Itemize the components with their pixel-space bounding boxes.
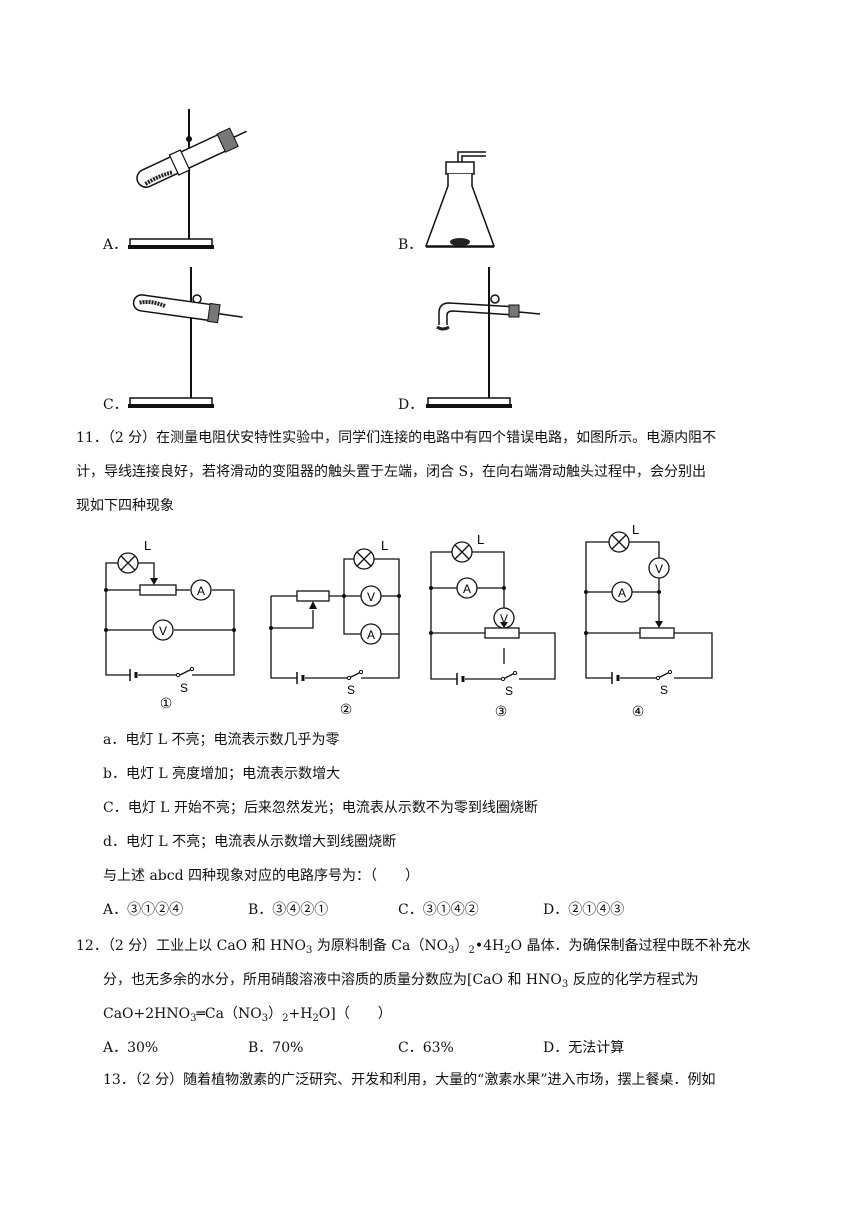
circuit-2-number: ② — [340, 702, 353, 718]
circuit-1-number: ① — [160, 696, 173, 712]
circuit-1-ammeter-label: A — [197, 584, 205, 598]
q12-choice-d[interactable]: D．无法计算 — [543, 1040, 625, 1056]
q11-choice-d[interactable]: D．②①④③ — [543, 902, 625, 918]
circuit-4-ammeter-label: A — [618, 586, 626, 600]
option-c-label: C． — [103, 397, 128, 413]
q12-choice-a[interactable]: A．30% — [103, 1040, 159, 1056]
option-a-label: A． — [103, 237, 128, 253]
circuit-1-diagram: L A V S ① — [104, 538, 236, 712]
circuit-2-switch-label: S — [347, 683, 355, 697]
circuit-2-lamp-label: L — [381, 538, 388, 553]
q13-stem-line1: 13．（2 分）随着植物激素的广泛研究、开发和利用，大量的“激素水果”进入市场，… — [103, 1072, 716, 1088]
q11-stem-line3: 现如下四种现象 — [76, 498, 174, 514]
circuit-2-voltmeter-label: V — [367, 590, 375, 604]
circuit-3-voltmeter-label: V — [500, 612, 508, 626]
circuit-4-voltmeter-label: V — [655, 562, 663, 576]
q11-choice-a[interactable]: A．③①②④ — [103, 902, 184, 918]
circuit-4-diagram: L V A S ④ — [584, 522, 713, 720]
q11-stem-line1: 11．（2 分）在测量电阻伏安特性实验中，同学们连接的电路中有四个错误电路，如图… — [76, 430, 717, 446]
circuit-3-number: ③ — [495, 704, 508, 720]
circuit-4-number: ④ — [632, 704, 645, 720]
circuit-4-lamp-label: L — [632, 522, 639, 537]
circuit-1-lamp-label: L — [144, 538, 151, 553]
q11-choice-c[interactable]: C．③①④② — [398, 902, 479, 918]
circuit-1-voltmeter-label: V — [159, 624, 167, 638]
phenomenon-b: b．电灯 L 亮度增加；电流表示数增大 — [103, 766, 341, 782]
phenomenon-a: a．电灯 L 不亮；电流表示数几乎为零 — [103, 732, 340, 748]
circuit-3-diagram: L A V S ③ — [429, 532, 556, 720]
option-b-label: B． — [398, 237, 423, 253]
circuit-2-ammeter-label: A — [367, 628, 375, 642]
circuit-3-lamp-label: L — [477, 532, 484, 547]
q12-stem-line1: 12．（2 分）工业上以 CaO 和 HNO3 为原料制备 Ca（NO3）2•4… — [76, 938, 751, 956]
q12-stem-line2: 分，也无多余的水分，所用硝酸溶液中溶质的质量分数应为[CaO 和 HNO3 反应… — [103, 972, 699, 990]
circuit-3-ammeter-label: A — [463, 582, 471, 596]
phenomenon-c: C．电灯 L 开始不亮；后来忽然发光；电流表从示数不为零到线圈烧断 — [103, 800, 538, 816]
option-d-label: D． — [398, 397, 424, 413]
q12-stem-line3: CaO+2HNO3═Ca（NO3）2+H2O]（ ） — [103, 1006, 392, 1024]
apparatus-b-image — [424, 151, 496, 248]
circuit-2-diagram: L V A S ② — [269, 538, 401, 718]
apparatus-c-image — [128, 267, 243, 408]
phenomenon-d: d．电灯 L 不亮；电流表从示数增大到线圈烧断 — [103, 834, 397, 850]
apparatus-a-image — [128, 109, 247, 249]
q12-choice-b[interactable]: B．70% — [248, 1040, 304, 1056]
circuit-4-switch-label: S — [660, 683, 668, 697]
q11-choice-b[interactable]: B．③④②① — [248, 902, 329, 918]
circuit-1-switch-label: S — [180, 681, 188, 695]
apparatus-d-image — [426, 267, 541, 408]
circuit-3-switch-label: S — [505, 684, 513, 698]
q12-choice-c[interactable]: C．63% — [398, 1040, 454, 1056]
q11-question: 与上述 abcd 四种现象对应的电路序号为：（ ） — [103, 868, 420, 884]
q11-stem-line2: 计，导线连接良好，若将滑动的变阻器的触头置于左端，闭合 S，在向右端滑动触头过程… — [76, 464, 707, 480]
